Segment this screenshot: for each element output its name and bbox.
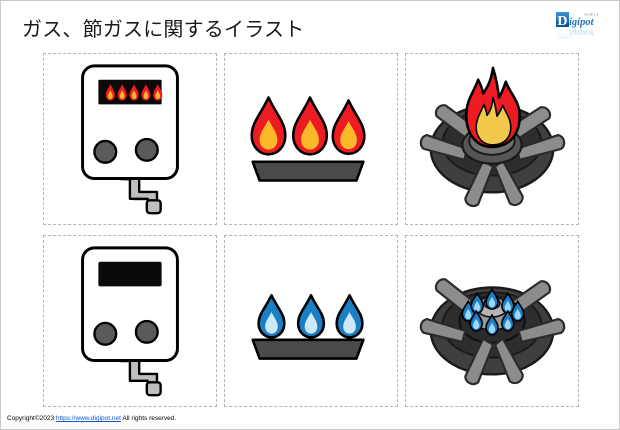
illustration-cell-gas-water-heater-on[interactable] <box>43 53 217 225</box>
svg-text:D: D <box>557 14 567 29</box>
footer-copyright: Copyright©2023 https://www.digipot.net A… <box>7 414 176 423</box>
digipot-logo[interactable]: D igipot デジポット igipot <box>554 9 608 43</box>
illustration-cell-gas-flames-blue[interactable] <box>224 235 398 407</box>
illustration-cell-gas-water-heater-off[interactable] <box>43 235 217 407</box>
page-title: ガス、節ガスに関するイラスト <box>22 17 305 41</box>
svg-text:デジポット: デジポット <box>584 12 599 17</box>
illustration-grid <box>43 53 579 409</box>
footer-copyright-prefix: Copyright©2023 <box>7 415 56 422</box>
svg-text:igipot: igipot <box>569 17 595 28</box>
svg-text:igipot: igipot <box>569 27 595 38</box>
illustration-cell-gas-stove-burner-red[interactable] <box>405 53 579 225</box>
footer-copyright-suffix: All rights reserved. <box>120 415 177 422</box>
footer-website-link[interactable]: https://www.digipot.net <box>55 415 121 422</box>
illustration-cell-gas-flames-red[interactable] <box>224 53 398 225</box>
illustration-cell-gas-stove-burner-blue[interactable] <box>405 235 579 407</box>
